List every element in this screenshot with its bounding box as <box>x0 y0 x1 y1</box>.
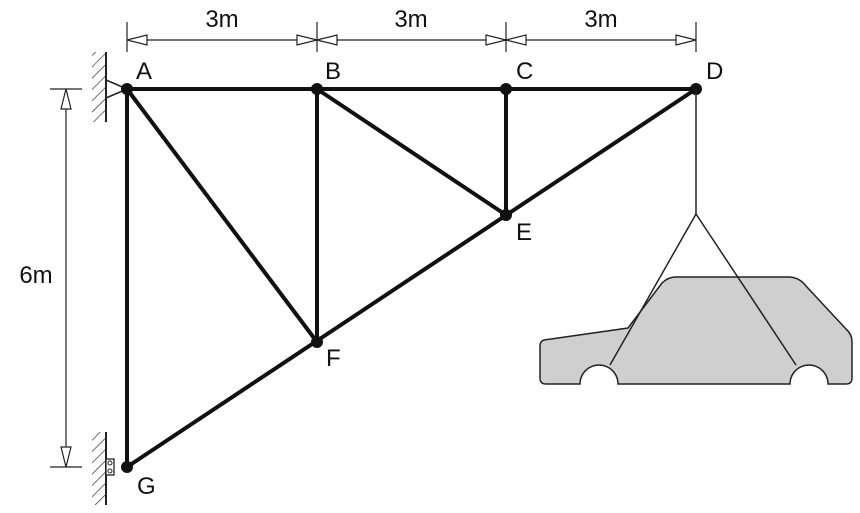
dim-arrow <box>675 34 697 46</box>
node-label-g: G <box>137 473 156 500</box>
dim-arrow <box>316 34 338 46</box>
joint-f <box>311 336 323 348</box>
dim-label-cd: 3m <box>584 6 617 33</box>
sling-cables <box>609 213 797 366</box>
dim-label-bc: 3m <box>394 6 427 33</box>
node-label-d: D <box>706 58 723 85</box>
joint-a <box>121 83 133 95</box>
car-icon <box>539 276 853 385</box>
dim-arrow <box>296 34 318 46</box>
member-be <box>315 87 508 217</box>
node-label-a: A <box>136 58 152 85</box>
joint-b <box>311 83 323 95</box>
dim-label-ab: 3m <box>205 6 238 33</box>
dim-label-height: 6m <box>19 262 52 289</box>
left-dimension: 6m <box>19 88 82 468</box>
joint-e <box>500 209 512 221</box>
dim-arrow <box>505 34 527 46</box>
node-label-f: F <box>326 345 341 372</box>
dim-arrow <box>60 88 72 110</box>
node-label-b: B <box>325 58 341 85</box>
dim-arrow <box>485 34 507 46</box>
member-bottom-chord <box>125 87 698 469</box>
node-label-e: E <box>516 219 532 246</box>
joint-c <box>500 83 512 95</box>
top-dimension: 3m 3m 3m <box>126 6 697 52</box>
dim-arrow <box>60 446 72 468</box>
truss-members <box>125 87 698 469</box>
truss-joints <box>121 83 702 473</box>
node-label-c: C <box>516 58 533 85</box>
member-af <box>125 87 319 344</box>
wall-support-bottom <box>92 432 115 505</box>
dim-arrow <box>126 34 148 46</box>
joint-g <box>121 461 133 473</box>
